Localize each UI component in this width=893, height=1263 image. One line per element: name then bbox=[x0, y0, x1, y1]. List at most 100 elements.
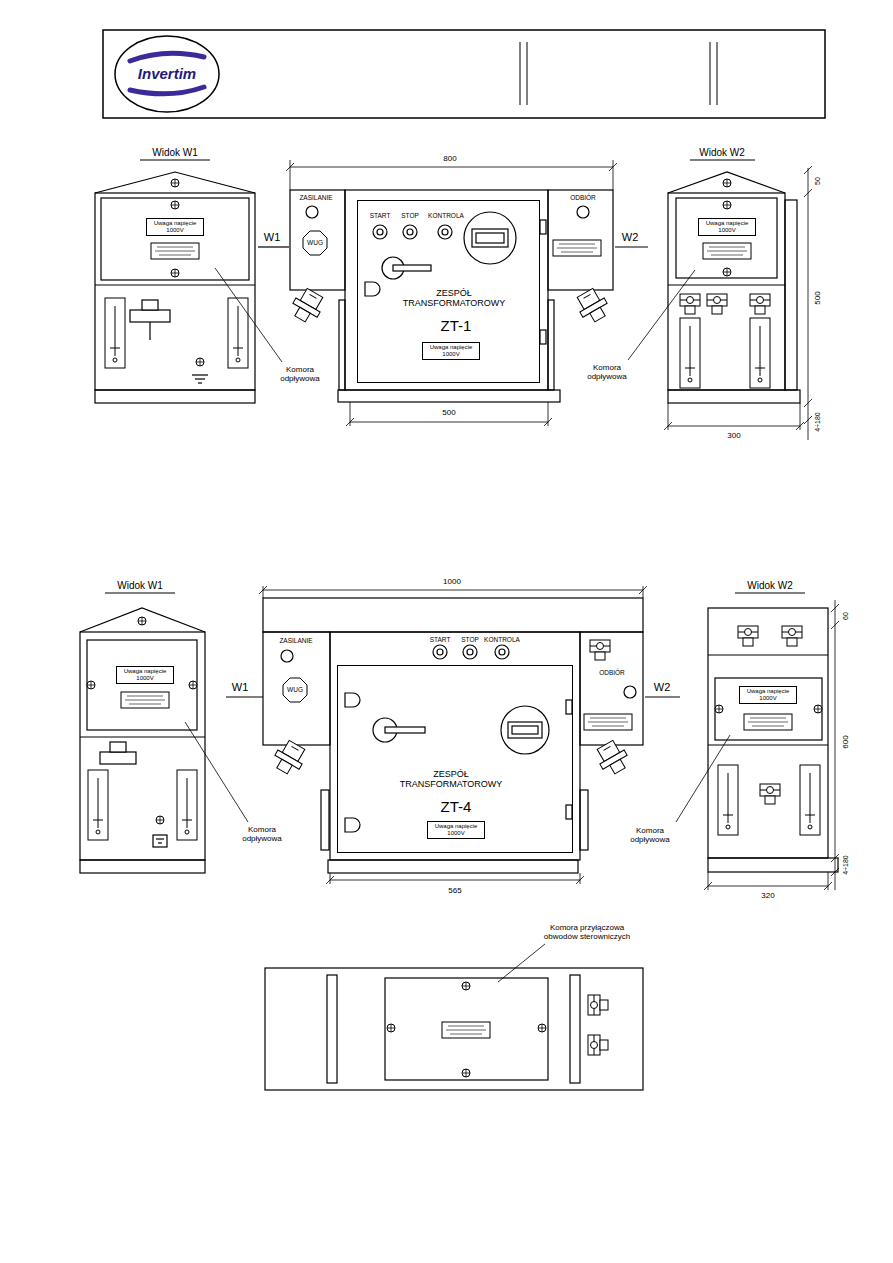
side-view-w1 bbox=[100, 752, 136, 764]
drawing-label: W1 bbox=[264, 231, 281, 243]
front-view-zt4 bbox=[330, 873, 331, 884]
side-view-w2 bbox=[808, 168, 809, 440]
drawing-label: Widok W2 bbox=[747, 580, 793, 591]
front-view-zt4 bbox=[566, 700, 572, 714]
drawing-label: Komora przyłączowa obwodów sterowniczych bbox=[532, 924, 642, 942]
side-view-w2 bbox=[708, 872, 709, 890]
side-view-w1 bbox=[101, 198, 249, 280]
technical-drawing bbox=[715, 705, 723, 713]
warning-plate: Uwaga napięcie 1000V bbox=[739, 686, 797, 704]
side-view-w2 bbox=[628, 160, 812, 440]
front-view-zt4 bbox=[508, 722, 542, 738]
front-view-zt4 bbox=[580, 873, 581, 884]
front-view-zt4 bbox=[463, 645, 477, 659]
warning-text: Uwaga napięcie 1000V bbox=[743, 688, 793, 702]
side-view-w2 bbox=[708, 744, 828, 745]
technical-drawing bbox=[88, 770, 108, 840]
side-view-w2 bbox=[704, 882, 712, 890]
front-view-zt4 bbox=[437, 649, 443, 655]
technical-drawing bbox=[121, 692, 169, 708]
door-panel: ZESPÓŁ TRANSFORMATOROWYZT-1Uwaga napięci… bbox=[357, 200, 540, 383]
front-view-zt4 bbox=[566, 805, 572, 819]
front-view-zt4 bbox=[433, 645, 447, 659]
front-view-zt4 bbox=[328, 860, 578, 873]
technical-drawing bbox=[462, 1069, 470, 1077]
drawing-label: Komora odpływowa bbox=[275, 366, 325, 384]
side-view-w2 bbox=[831, 854, 839, 862]
drawing-label: 800 bbox=[443, 155, 456, 164]
drawing-label: 4÷180 bbox=[814, 412, 822, 431]
drawing-label: 500 bbox=[814, 291, 823, 304]
front-view-zt1 bbox=[544, 418, 552, 426]
drawing-label: 600 bbox=[842, 735, 851, 748]
front-view-zt4 bbox=[330, 632, 580, 860]
front-view-zt1 bbox=[464, 212, 516, 264]
front-view-zt1 bbox=[290, 160, 291, 190]
technical-drawing bbox=[590, 640, 610, 660]
side-view-w2 bbox=[835, 600, 836, 890]
front-view-zt1 bbox=[540, 330, 546, 344]
logo bbox=[115, 36, 219, 112]
drawing-label: STOP bbox=[461, 636, 479, 643]
drawing-label: 1000 bbox=[443, 578, 461, 587]
technical-drawing bbox=[718, 765, 738, 835]
warning-text: Uwaga napięcie 1000V bbox=[150, 220, 200, 234]
front-view-zt4 bbox=[580, 790, 588, 850]
unit-code: ZT-4 bbox=[441, 798, 472, 815]
technical-drawing bbox=[283, 678, 307, 702]
drawing-label: 50 bbox=[814, 177, 822, 185]
side-view-w2 bbox=[668, 172, 785, 193]
side-view-w2 bbox=[708, 886, 828, 887]
title-block bbox=[527, 42, 528, 105]
technical-drawing bbox=[303, 231, 327, 255]
technical-drawing bbox=[171, 269, 179, 277]
warning-plate: Uwaga napięcie 1000V bbox=[116, 666, 174, 684]
front-view-zt1 bbox=[286, 163, 294, 171]
front-view-zt1 bbox=[346, 418, 354, 426]
drawing-label: Komora odpływowa bbox=[237, 826, 287, 844]
technical-drawing bbox=[538, 1024, 546, 1032]
technical-drawing bbox=[588, 1035, 608, 1055]
front-view-zt1 bbox=[476, 233, 504, 243]
front-view-zt4 bbox=[639, 586, 647, 594]
front-view-zt4 bbox=[501, 706, 549, 754]
drawing-label: Komora odpływowa bbox=[625, 827, 675, 845]
drawing-label: 300 bbox=[727, 432, 740, 441]
side-view-w1 bbox=[130, 310, 170, 322]
warning-text: Uwaga napięcie 1000V bbox=[426, 344, 476, 358]
drawing-label: Widok W1 bbox=[117, 580, 163, 591]
front-view-zt4 bbox=[259, 586, 267, 594]
drawing-label: KONTROLA bbox=[484, 636, 520, 643]
front-view-zt4 bbox=[645, 696, 680, 697]
side-view-w1 bbox=[95, 284, 255, 285]
side-view-w1 bbox=[87, 640, 197, 730]
warning-text: Uwaga napięcie 1000V bbox=[702, 220, 752, 234]
warning-plate: Uwaga napięcie 1000V bbox=[698, 218, 756, 236]
technical-drawing bbox=[151, 243, 199, 259]
front-view-zt1 bbox=[609, 163, 617, 171]
technical-drawing bbox=[387, 1024, 395, 1032]
front-view-zt1 bbox=[393, 265, 431, 271]
technical-drawing bbox=[156, 816, 164, 824]
drawing-label: W2 bbox=[654, 681, 671, 693]
front-view-zt1 bbox=[548, 190, 613, 290]
side-view-w2 bbox=[708, 608, 828, 858]
side-view-w1 bbox=[156, 838, 164, 839]
logo bbox=[130, 87, 204, 94]
side-view-w2 bbox=[831, 621, 839, 629]
front-view-zt4 bbox=[326, 876, 334, 884]
technical-drawing bbox=[814, 705, 822, 713]
side-view-w2 bbox=[676, 593, 839, 890]
front-view-zt1 bbox=[290, 190, 345, 290]
front-view-zt4 bbox=[495, 645, 509, 659]
front-view-zt4 bbox=[512, 726, 538, 734]
side-view-w1 bbox=[140, 159, 210, 160]
warning-plate: Uwaga napięcie 1000V bbox=[146, 218, 204, 236]
technical-drawing bbox=[553, 240, 601, 256]
front-view-zt1 bbox=[613, 160, 614, 190]
front-view-zt1 bbox=[345, 190, 548, 390]
drawing-label: WUG bbox=[287, 686, 303, 693]
side-view-w1 bbox=[185, 722, 248, 822]
side-view-w2 bbox=[831, 868, 839, 876]
technical-drawing bbox=[707, 294, 727, 314]
